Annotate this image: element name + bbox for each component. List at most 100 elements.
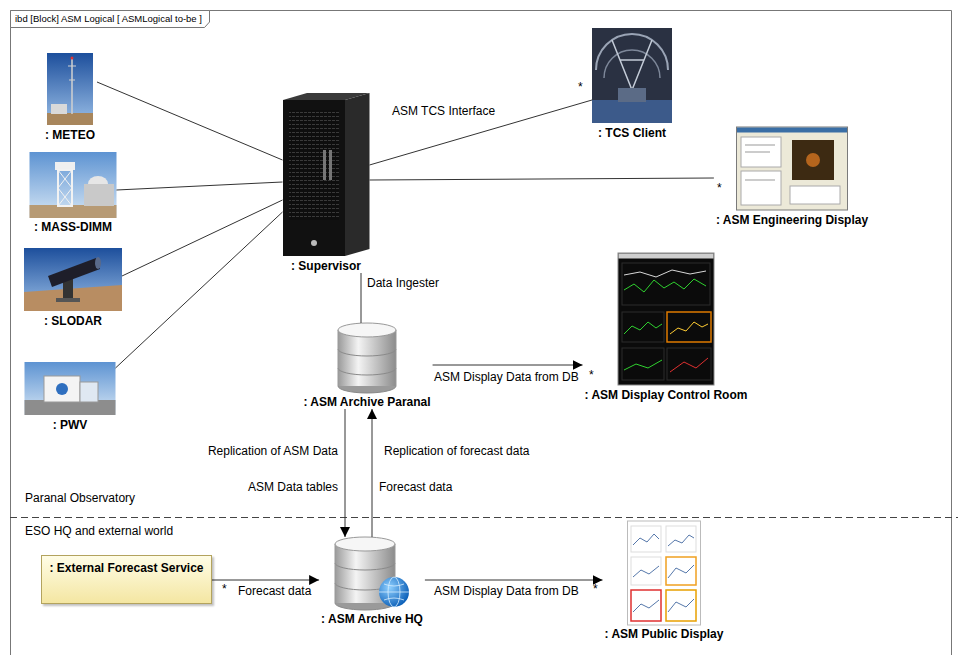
connector: [117, 182, 283, 190]
region-label: ESO HQ and external world: [25, 524, 173, 538]
public-display-screenshot: [631, 526, 661, 552]
slodar-photo: [56, 298, 80, 302]
database-paranal: [338, 349, 396, 356]
component-box: : External Forecast Service: [41, 555, 212, 604]
slodar-photo: [24, 248, 122, 311]
control-room-screenshot: [618, 253, 714, 385]
connector: [372, 409, 373, 537]
pwv-photo: [80, 382, 98, 402]
mass-dimm-photo: [58, 170, 72, 206]
component-icon: : ASM Public Display: [603, 521, 726, 641]
computer-tower: [323, 150, 326, 180]
computer-tower: [283, 93, 370, 256]
database-hq: [379, 577, 409, 607]
meteo-photo: [47, 53, 93, 125]
telescope-photo: [592, 28, 672, 123]
meteo-photo: [47, 113, 93, 125]
connector-label: Forecast data: [238, 584, 311, 598]
engineering-display-screenshot: [790, 186, 840, 204]
component-icon: : TCS Client: [592, 28, 672, 140]
control-room-screenshot: [618, 253, 714, 385]
public-display-screenshot: [631, 557, 661, 585]
component-icon: : MASS-DIMM: [30, 152, 117, 234]
component-icon: : ASM Archive HQ: [319, 537, 425, 626]
meteo-photo: [71, 57, 74, 60]
component-icon: : SLODAR: [24, 248, 122, 328]
database-hq: [335, 544, 336, 603]
mass-dimm-photo: [30, 152, 117, 218]
connector-label: ASM TCS Interface: [392, 104, 495, 118]
part-name: : ASM Engineering Display: [716, 213, 868, 227]
connector: [345, 409, 346, 537]
control-room-screenshot: [667, 312, 711, 342]
part-name: : ASM Archive HQ: [321, 612, 423, 626]
public-display-screenshot: [631, 590, 661, 621]
engineering-display-screenshot: [737, 127, 848, 210]
component-icon: : ASM Display Control Room: [583, 253, 750, 402]
part-name: : ASM Public Display: [605, 627, 724, 641]
control-room-screenshot: [670, 322, 708, 334]
engineering-display-screenshot: [745, 145, 775, 146]
pwv-photo: [44, 376, 80, 402]
database-paranal: [338, 330, 396, 386]
database-hq: [335, 563, 395, 570]
component-icon: : ASM Engineering Display: [714, 127, 870, 227]
part-name: : TCS Client: [598, 126, 666, 140]
engineering-display-screenshot: [737, 128, 847, 133]
telescope-photo: [604, 50, 660, 78]
computer-tower: [329, 150, 332, 180]
control-room-screenshot: [670, 358, 708, 372]
connector: [122, 200, 283, 276]
multiplicity: *: [222, 582, 227, 596]
frame: [10, 11, 958, 655]
mass-dimm-photo: [30, 152, 117, 218]
slodar-photo: [95, 257, 101, 269]
component-icon: : ASM Archive Paranal: [301, 323, 432, 409]
database-paranal: [338, 368, 396, 375]
mass-dimm-photo: [88, 176, 108, 184]
part-name: : PWV: [53, 418, 88, 432]
control-room-screenshot: [624, 360, 662, 370]
connector: [370, 100, 593, 165]
slodar-photo: [48, 258, 100, 287]
connector: [370, 178, 714, 180]
meteo-photo: [51, 104, 67, 114]
connector-label: Data Ingester: [367, 276, 439, 290]
telescope-photo: [592, 28, 672, 123]
public-display-screenshot: [668, 535, 694, 546]
frame: [11, 11, 952, 655]
meteo-photo: [69, 80, 75, 81]
region-label: Paranal Observatory: [25, 491, 135, 505]
frame: [11, 11, 210, 28]
part-name: : MASS-DIMM: [34, 220, 112, 234]
multiplicity: *: [578, 80, 583, 94]
meteo-photo: [47, 53, 93, 125]
connector: [116, 212, 283, 368]
mass-dimm-photo: [58, 170, 72, 206]
engineering-display-screenshot: [737, 127, 848, 210]
telescope-photo: [618, 88, 646, 102]
engineering-display-screenshot: [745, 152, 770, 153]
public-display-screenshot: [666, 526, 696, 552]
control-room-screenshot: [622, 312, 664, 342]
part-name: : SLODAR: [44, 314, 102, 328]
public-display-screenshot: [633, 600, 659, 612]
connector: [212, 580, 319, 581]
flow-item-label: ASM Data tables: [248, 480, 338, 494]
connector-label: Replication of forecast data: [384, 444, 529, 458]
database-paranal: [338, 323, 396, 393]
connector: [425, 580, 603, 581]
computer-tower: [289, 110, 339, 220]
part-name: : METEO: [45, 128, 95, 142]
control-room-screenshot: [622, 348, 664, 380]
mass-dimm-photo: [55, 162, 75, 170]
control-room-screenshot: [667, 348, 711, 380]
computer-tower: [283, 100, 345, 256]
multiplicity: *: [717, 181, 722, 195]
engineering-display-screenshot: [741, 137, 781, 167]
component-icon: : METEO: [43, 53, 97, 142]
engineering-display-screenshot: [741, 171, 781, 205]
computer-tower: [311, 240, 317, 246]
public-display-screenshot: [666, 557, 696, 585]
